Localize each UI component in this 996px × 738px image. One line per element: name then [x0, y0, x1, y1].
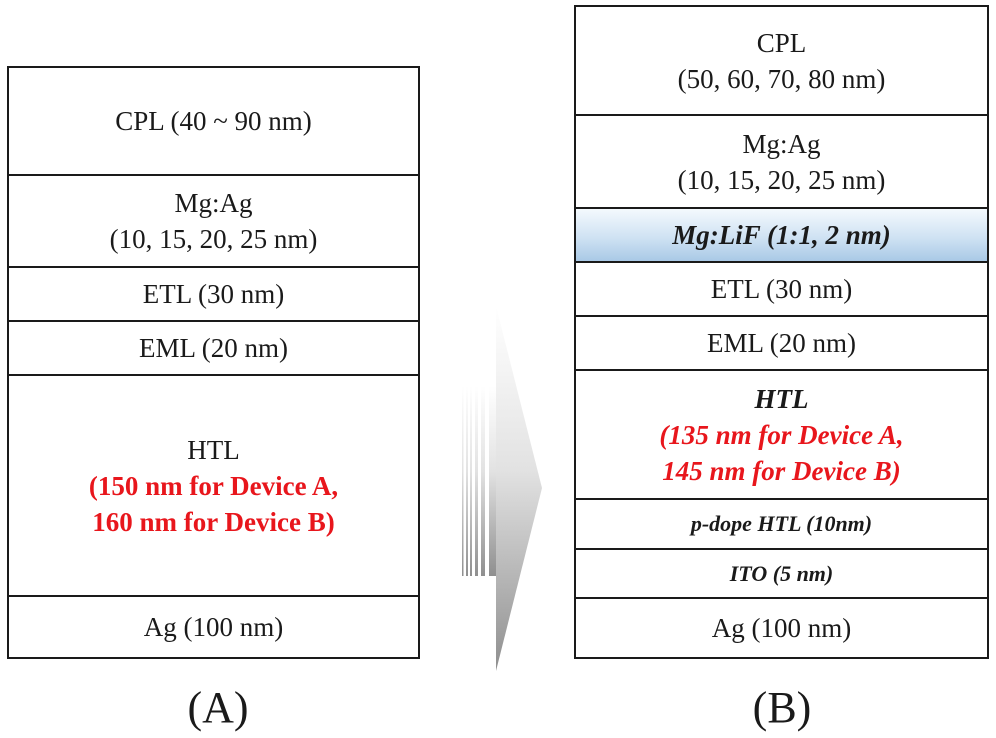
layer-etl-b: ETL (30 nm)	[576, 261, 987, 315]
layer-ito-b-label: ITO (5 nm)	[729, 560, 834, 586]
arrow-stripe-1	[489, 386, 496, 576]
layer-cpl-b-label: CPL	[756, 27, 807, 58]
layer-ag-b-label: Ag (100 nm)	[711, 613, 852, 643]
arrow-stripe-3	[475, 386, 478, 576]
layer-htl-b-label: HTL	[754, 383, 809, 414]
layer-ag-a-label: Ag (100 nm)	[143, 612, 284, 642]
caption-b: (B)	[752, 683, 812, 732]
layer-htl-b: HTL (135 nm for Device A, 145 nm for Dev…	[576, 369, 987, 498]
layer-mgag-b-thickness: (10, 15, 20, 25 nm)	[677, 164, 886, 195]
caption-a: (A)	[187, 683, 249, 732]
layer-cpl-b-thickness: (50, 60, 70, 80 nm)	[677, 63, 886, 94]
layer-pdope-htl-b: p-dope HTL (10nm)	[576, 498, 987, 548]
layer-mglif-b-label: Mg:LiF (1:1, 2 nm)	[672, 220, 891, 250]
stack-a: CPL (40 ~ 90 nm) Mg:Ag (10, 15, 20, 25 n…	[7, 66, 420, 659]
layer-htl-a-thickness-line2: 160 nm for Device B)	[92, 506, 335, 537]
layer-eml-a-label: EML (20 nm)	[139, 333, 288, 363]
layer-htl-a-thickness-line1: (150 nm for Device A,	[88, 470, 339, 501]
layer-etl-a: ETL (30 nm)	[9, 266, 418, 320]
layer-mgag-a: Mg:Ag (10, 15, 20, 25 nm)	[9, 174, 418, 266]
layer-mgag-b: Mg:Ag (10, 15, 20, 25 nm)	[576, 114, 987, 207]
layer-etl-b-label: ETL (30 nm)	[710, 274, 853, 304]
layer-mglif-b: Mg:LiF (1:1, 2 nm)	[576, 207, 987, 261]
layer-eml-a: EML (20 nm)	[9, 320, 418, 374]
layer-htl-a: HTL (150 nm for Device A, 160 nm for Dev…	[9, 374, 418, 595]
layer-cpl-b: CPL (50, 60, 70, 80 nm)	[576, 7, 987, 114]
layer-eml-b: EML (20 nm)	[576, 315, 987, 369]
stack-b: CPL (50, 60, 70, 80 nm) Mg:Ag (10, 15, 2…	[574, 5, 989, 659]
arrow-stripe-4	[470, 386, 472, 576]
layer-eml-b-label: EML (20 nm)	[707, 328, 856, 358]
transition-arrow-icon	[462, 306, 542, 671]
layer-cpl-a: CPL (40 ~ 90 nm)	[9, 68, 418, 174]
layer-mgag-a-label: Mg:Ag	[174, 188, 253, 218]
layer-ito-b: ITO (5 nm)	[576, 548, 987, 597]
layer-htl-a-label: HTL	[187, 434, 240, 465]
layer-ag-a: Ag (100 nm)	[9, 595, 418, 657]
layer-mgag-a-thickness: (10, 15, 20, 25 nm)	[109, 224, 318, 254]
layer-cpl-a-label: CPL (40 ~ 90 nm)	[115, 106, 312, 136]
layer-mgag-b-label: Mg:Ag	[742, 128, 821, 159]
arrow-stripe-6	[462, 386, 464, 576]
layer-etl-a-label: ETL (30 nm)	[142, 279, 285, 309]
arrow-stripe-5	[466, 386, 468, 576]
arrow-head	[496, 306, 542, 671]
layer-pdope-htl-b-label: p-dope HTL (10nm)	[690, 511, 873, 536]
layer-htl-b-thickness-line1: (135 nm for Device A,	[659, 419, 904, 450]
layer-ag-b: Ag (100 nm)	[576, 597, 987, 657]
layer-htl-b-thickness-line2: 145 nm for Device B)	[662, 455, 901, 486]
arrow-stripe-2	[481, 386, 485, 576]
